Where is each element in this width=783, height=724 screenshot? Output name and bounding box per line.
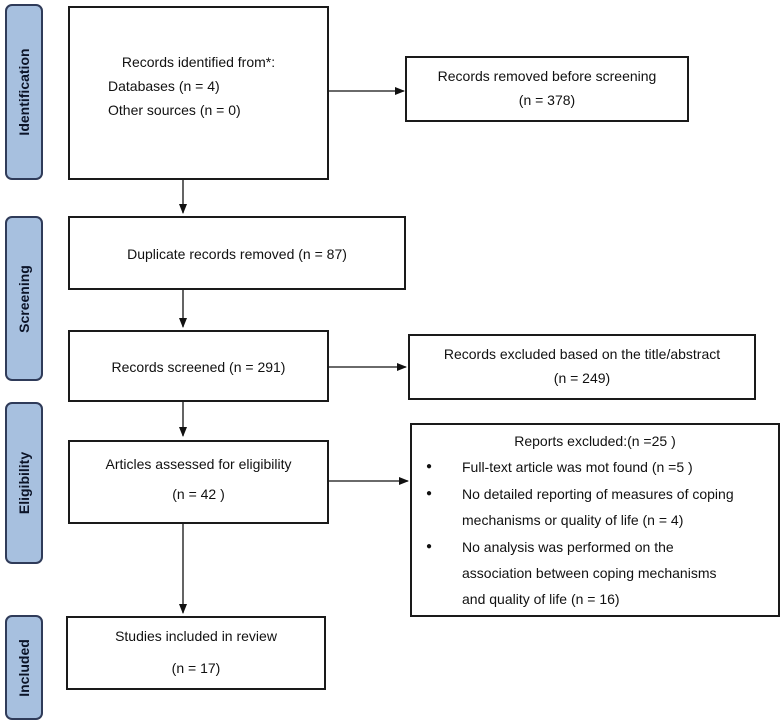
databases-count: Databases (n = 4) [108,78,220,94]
duplicates-text: Duplicate records removed (n = 87) [127,246,347,262]
reason-3-line-1: No analysis was performed on the [462,539,674,555]
records-excluded-count: (n = 249) [553,370,611,386]
phase-screening: Screening [5,216,43,381]
bullet-3: ● [426,541,433,552]
phase-identification: Identification [5,4,43,180]
bullet-2: ● [426,488,433,499]
reason-1-line-1: Full-text article was mot found (n =5 ) [462,459,693,475]
articles-assessed-count: (n = 42 ) [172,486,225,502]
reports-excluded-box: Reports excluded:(n =25 ) ● Full-text ar… [410,423,780,617]
records-excluded-title: Records excluded based on the title/abst… [443,346,721,362]
phase-eligibility: Eligibility [5,402,43,564]
reports-excluded-title: Reports excluded:(n =25 ) [514,433,676,449]
records-removed-box: Records removed before screening (n = 37… [405,56,689,122]
reason-3-line-3: and quality of life (n = 16) [462,591,620,607]
phase-included: Included [5,615,43,720]
studies-included-box: Studies included in review (n = 17) [66,616,326,690]
bullet-1: ● [426,461,433,472]
records-identified-title: Records identified from*: [121,54,276,70]
studies-included-title: Studies included in review [115,628,277,644]
records-excluded-box: Records excluded based on the title/abst… [408,334,756,400]
duplicates-box: Duplicate records removed (n = 87) [68,216,406,290]
articles-assessed-title: Articles assessed for eligibility [105,456,292,472]
studies-included-count: (n = 17) [171,660,221,676]
records-identified-box: Records identified from*: Databases (n =… [68,6,329,180]
reason-2-line-1: No detailed reporting of measures of cop… [462,486,734,502]
articles-assessed-box: Articles assessed for eligibility (n = 4… [68,440,329,524]
other-sources-count: Other sources (n = 0) [108,102,241,118]
records-removed-count: (n = 378) [518,92,576,108]
reason-2-line-2: mechanisms or quality of life (n = 4) [462,512,684,528]
reason-3-line-2: association between coping mechanisms [462,565,717,581]
records-removed-title: Records removed before screening [437,68,657,84]
records-screened-box: Records screened (n = 291) [68,330,329,402]
records-screened-text: Records screened (n = 291) [111,359,286,375]
